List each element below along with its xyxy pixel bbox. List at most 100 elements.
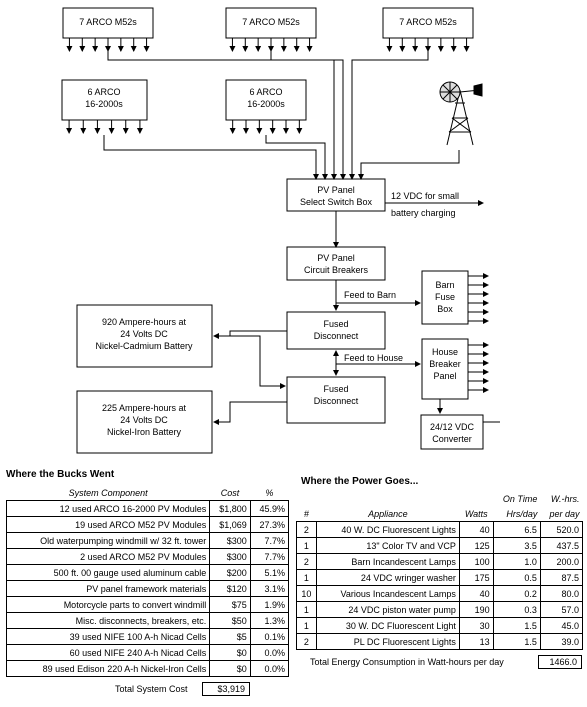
bucks-row-cell: 1.9% bbox=[249, 596, 290, 613]
bucks-row-cell: $1,069 bbox=[209, 516, 251, 533]
power-row-cell: 13 bbox=[458, 633, 494, 650]
select-box-label: PV Panel bbox=[317, 185, 355, 195]
bucks-row: 500 ft. 00 gauge used aluminum cable$200… bbox=[5, 564, 290, 581]
power-title: Where the Power Goes... bbox=[301, 476, 419, 487]
nicad-label: 920 Ampere-hours at bbox=[102, 317, 187, 327]
house-panel-label: Breaker bbox=[429, 359, 461, 369]
bucks-row-cell: 7.7% bbox=[249, 548, 290, 565]
power-row-cell: 40 W. DC Fluorescent Lights bbox=[315, 521, 460, 538]
bucks-row: 89 used Edison 220 A-h Nickel-Iron Cells… bbox=[5, 660, 290, 677]
power-row-cell: 1 bbox=[296, 569, 317, 586]
barn-box-label: Fuse bbox=[435, 292, 455, 302]
array-label: 7 ARCO M52s bbox=[79, 17, 137, 27]
power-row-cell: 24 VDC piston water pump bbox=[315, 601, 460, 618]
house-breaker-panel bbox=[421, 338, 469, 400]
bucks-row-cell: PV panel framework materials bbox=[5, 580, 211, 597]
barn-box-label: Barn bbox=[435, 280, 454, 290]
nife-label: 24 Volts DC bbox=[120, 415, 168, 425]
power-row-cell: 24 VDC wringer washer bbox=[315, 569, 460, 586]
array-label: 16-2000s bbox=[247, 99, 285, 109]
power-row-cell: 2 bbox=[296, 521, 317, 538]
barn-box-label: Box bbox=[437, 304, 453, 314]
house-panel-label: Panel bbox=[433, 371, 456, 381]
power-row-cell: 520.0 bbox=[539, 521, 584, 538]
power-header: # bbox=[303, 508, 309, 519]
power-row-cell: 0.2 bbox=[492, 585, 541, 602]
bucks-row-cell: $200 bbox=[209, 564, 251, 581]
bucks-row-cell: 19 used ARCO M52 PV Modules bbox=[5, 516, 211, 533]
bucks-row-cell: 500 ft. 00 gauge used aluminum cable bbox=[5, 564, 211, 581]
power-row-cell: 13" Color TV and VCP bbox=[315, 537, 460, 554]
breakers-label: PV Panel bbox=[317, 253, 355, 263]
power-header: On Time bbox=[502, 493, 538, 504]
power-row-cell: 30 bbox=[458, 617, 494, 634]
power-row-cell: 40 bbox=[458, 585, 494, 602]
dc-converter bbox=[420, 414, 484, 450]
small-charging-label: battery charging bbox=[391, 208, 456, 218]
power-row-cell: PL DC Fluorescent Lights bbox=[315, 633, 460, 650]
bucks-row-cell: 0.1% bbox=[249, 628, 290, 645]
power-row-cell: 200.0 bbox=[539, 553, 584, 570]
nife-label: 225 Ampere-hours at bbox=[102, 403, 187, 413]
power-row-cell: 57.0 bbox=[539, 601, 584, 618]
bucks-row-cell: $300 bbox=[209, 548, 251, 565]
bucks-header: % bbox=[265, 487, 274, 498]
power-row-cell: 1 bbox=[296, 617, 317, 634]
bucks-row-cell: 12 used ARCO 16-2000 PV Modules bbox=[5, 500, 211, 517]
array-label: 6 ARCO bbox=[249, 87, 282, 97]
power-row-cell: 39.0 bbox=[539, 633, 584, 650]
nicad-label: Nickel-Cadmium Battery bbox=[95, 341, 193, 351]
feed-house-label: Feed to House bbox=[344, 353, 403, 363]
select-box-label: Select Switch Box bbox=[300, 197, 373, 207]
bucks-title: Where the Bucks Went bbox=[6, 469, 115, 480]
power-row-cell: 2 bbox=[296, 553, 317, 570]
nife-label: Nickel-Iron Battery bbox=[107, 427, 182, 437]
power-row-cell: 1.0 bbox=[492, 553, 541, 570]
bucks-row-cell: $300 bbox=[209, 532, 251, 549]
bucks-row-cell: 3.1% bbox=[249, 580, 290, 597]
bucks-row-cell: $1,800 bbox=[209, 500, 251, 517]
fused1-label: Disconnect bbox=[314, 331, 359, 341]
bucks-row-cell: Misc. disconnects, breakers, etc. bbox=[5, 612, 211, 629]
power-row-cell: 0.3 bbox=[492, 601, 541, 618]
power-row-cell: 45.0 bbox=[539, 617, 584, 634]
bucks-total-value: $3,919 bbox=[202, 682, 250, 696]
array-label: 16-2000s bbox=[85, 99, 123, 109]
power-row-cell: 125 bbox=[458, 537, 494, 554]
house-panel-label: House bbox=[432, 347, 458, 357]
bucks-row: Old waterpumping windmill w/ 32 ft. towe… bbox=[5, 532, 290, 549]
power-header: W.-hrs. bbox=[550, 493, 580, 504]
power-total-value: 1466.0 bbox=[538, 655, 582, 669]
power-header: Watts bbox=[464, 508, 488, 519]
power-row-cell: 30 W. DC Fluorescent Light bbox=[315, 617, 460, 634]
power-row-cell: 40 bbox=[458, 521, 494, 538]
array-label: 7 ARCO M52s bbox=[399, 17, 457, 27]
bucks-row-cell: Old waterpumping windmill w/ 32 ft. towe… bbox=[5, 532, 211, 549]
bucks-row-cell: $5 bbox=[209, 628, 251, 645]
power-row-cell: 0.5 bbox=[492, 569, 541, 586]
power-row-cell: 1.5 bbox=[492, 617, 541, 634]
power-row-cell: 100 bbox=[458, 553, 494, 570]
bucks-row-cell: 7.7% bbox=[249, 532, 290, 549]
power-row-cell: 437.5 bbox=[539, 537, 584, 554]
bucks-row-cell: $50 bbox=[209, 612, 251, 629]
breakers-label: Circuit Breakers bbox=[304, 265, 369, 275]
nicad-label: 24 Volts DC bbox=[120, 329, 168, 339]
barn-fuse-box bbox=[421, 270, 469, 325]
power-header: Appliance bbox=[368, 508, 408, 519]
windmill-icon bbox=[439, 81, 483, 146]
bucks-table: System Component Cost % 12 used ARCO 16-… bbox=[5, 485, 290, 677]
array-label: 6 ARCO bbox=[87, 87, 120, 97]
